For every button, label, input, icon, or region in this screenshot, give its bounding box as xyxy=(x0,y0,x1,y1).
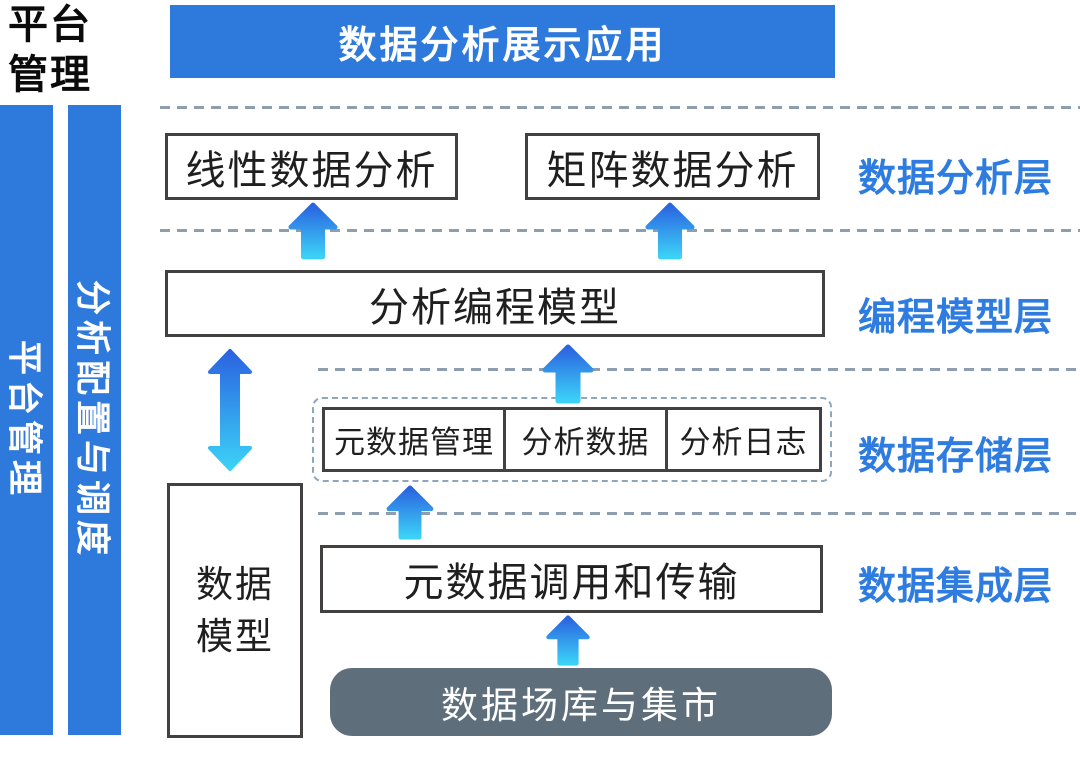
up-arrow-icon-matrix xyxy=(645,202,695,260)
data-model-line1: 数据 xyxy=(196,563,274,605)
top-banner: 数据分析展示应用 xyxy=(170,5,835,78)
analysis-log-cell: 分析日志 xyxy=(665,410,819,469)
corner-title: 平台 管理 xyxy=(8,0,128,100)
layer-label-integration: 数据集成层 xyxy=(858,566,1054,608)
sidebar-platform-management: 平台管理 xyxy=(0,105,53,735)
sidebar-analysis-config-scheduling: 分析配置与调度 xyxy=(68,105,121,735)
linear-data-analysis-box: 线性数据分析 xyxy=(165,133,458,200)
analysis-log-label: 分析日志 xyxy=(679,425,808,460)
analysis-data-label: 分析数据 xyxy=(521,425,650,460)
metadata-management-cell: 元数据管理 xyxy=(325,410,503,469)
data-source-label: 数据场库与集市 xyxy=(441,685,721,726)
storage-layer-row: 元数据管理 分析数据 分析日志 xyxy=(322,407,822,472)
layer-separator-line-1 xyxy=(160,106,1080,109)
layer-label-programming: 编程模型层 xyxy=(858,297,1054,339)
analysis-programming-model-box: 分析编程模型 xyxy=(165,270,825,337)
linear-data-analysis-label: 线性数据分析 xyxy=(185,148,438,193)
layer-label-storage: 数据存储层 xyxy=(858,436,1054,478)
metadata-management-label: 元数据管理 xyxy=(334,425,494,460)
corner-title-line2: 管理 xyxy=(8,53,92,97)
analysis-data-cell: 分析数据 xyxy=(503,410,665,469)
data-model-box: 数据 模型 xyxy=(167,483,303,738)
sidebar-analysis-config-scheduling-label: 分析配置与调度 xyxy=(72,279,111,561)
metadata-transfer-box: 元数据调用和传输 xyxy=(320,545,823,613)
data-model-line2: 模型 xyxy=(196,615,274,657)
matrix-data-analysis-box: 矩阵数据分析 xyxy=(525,133,820,200)
layer-separator-line-3 xyxy=(318,368,1080,371)
top-banner-label: 数据分析展示应用 xyxy=(338,25,667,67)
layer-separator-line-4 xyxy=(318,512,1080,515)
up-arrow-icon-integration xyxy=(544,615,592,666)
layer-separator-line-2 xyxy=(160,229,1080,232)
double-arrow-icon-model-sync xyxy=(207,348,253,472)
data-source-box: 数据场库与集市 xyxy=(330,668,832,736)
up-arrow-icon-storage xyxy=(385,485,435,540)
analysis-programming-model-label: 分析编程模型 xyxy=(369,285,621,330)
layer-label-analysis: 数据分析层 xyxy=(858,158,1054,200)
matrix-data-analysis-label: 矩阵数据分析 xyxy=(546,148,799,193)
up-arrow-icon-linear xyxy=(288,202,338,260)
sidebar-platform-management-label: 平台管理 xyxy=(4,339,43,501)
up-arrow-icon-programming xyxy=(542,341,594,407)
metadata-transfer-label: 元数据调用和传输 xyxy=(403,561,740,605)
corner-title-line1: 平台 xyxy=(8,3,92,47)
